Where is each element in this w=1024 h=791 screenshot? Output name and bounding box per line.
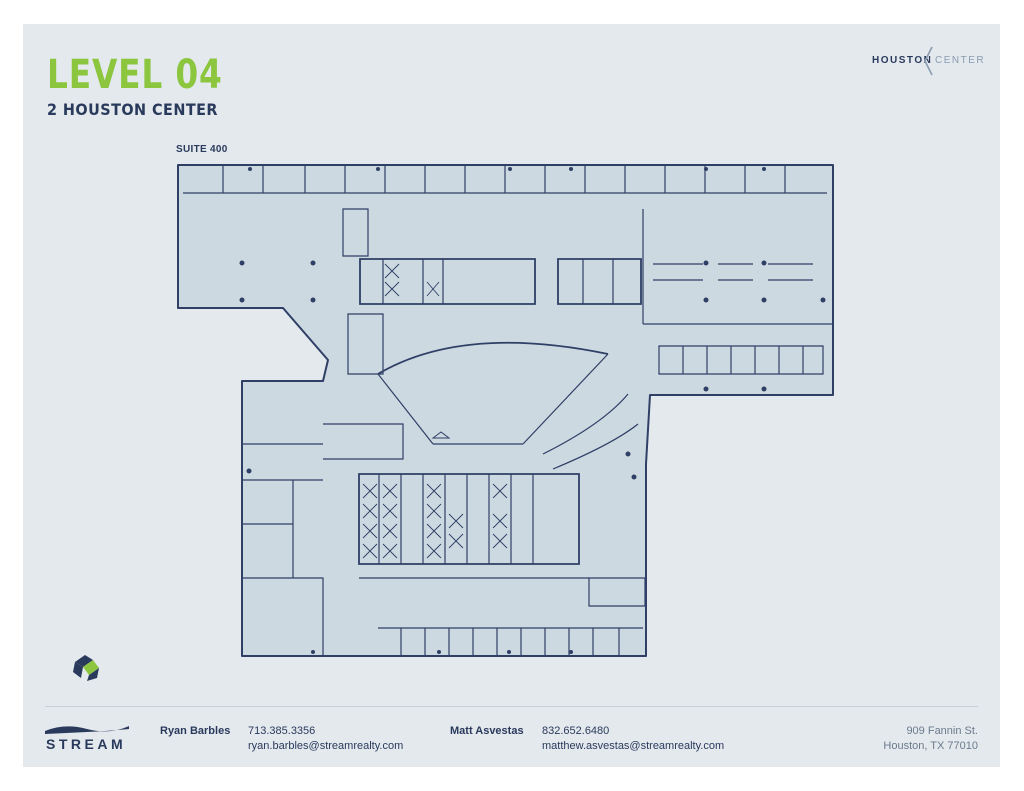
contact-name: Ryan Barbles <box>160 725 231 737</box>
building-title: 2 HOUSTON CENTER <box>47 100 218 119</box>
floor-plan-sheet: LEVEL 04 2 HOUSTON CENTER HOUSTON CENTER… <box>23 24 1000 767</box>
address: 909 Fannin St. Houston, TX 77010 <box>883 724 978 754</box>
address-line-1: 909 Fannin St. <box>906 725 978 737</box>
wave-icon <box>45 726 129 734</box>
stream-logo: STREAM <box>45 722 135 752</box>
contact-name: Matt Asvestas <box>450 725 524 737</box>
logo-word-center: CENTER <box>935 55 986 66</box>
houston-center-logo: HOUSTON CENTER <box>869 42 984 82</box>
floor-plan-icon <box>177 164 834 657</box>
suite-label: SUITE 400 <box>176 144 228 155</box>
footer-divider <box>45 706 978 707</box>
logo-word-houston: HOUSTON <box>872 55 933 66</box>
contact-phone[interactable]: 832.652.6480 <box>542 725 610 737</box>
level-title: LEVEL 04 <box>47 52 223 98</box>
chevron-bracket-icon <box>924 46 933 76</box>
stream-wordmark: STREAM <box>46 736 127 752</box>
contact-email[interactable]: matthew.asvestas@streamrealty.com <box>542 740 725 752</box>
address-line-2: Houston, TX 77010 <box>883 740 978 752</box>
contact-email[interactable]: ryan.barbles@streamrealty.com <box>248 740 404 752</box>
n-compass-badge-icon <box>73 655 99 681</box>
contact-phone[interactable]: 713.385.3356 <box>248 725 316 737</box>
